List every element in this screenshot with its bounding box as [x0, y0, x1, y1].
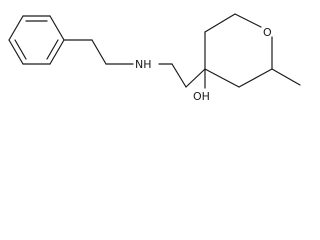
ring-bond — [234, 13, 262, 28]
nitrogen-label: NH — [135, 58, 152, 71]
ch2-c4-bond — [185, 68, 206, 88]
benzene-ring — [8, 15, 65, 65]
ring-bond — [238, 68, 273, 88]
ch2-c4-bond — [171, 63, 187, 88]
hydroxyl-label: OH — [193, 90, 210, 103]
ring-bond — [8, 39, 24, 65]
aromatic-double-bond — [46, 39, 59, 60]
structure-diagram: NH O OH — [0, 0, 320, 112]
ring-bond — [49, 15, 65, 41]
ring-bond — [49, 39, 65, 65]
ring-oxygen-label: O — [263, 26, 272, 39]
ring-bond — [204, 13, 236, 33]
ring-bond — [8, 15, 24, 41]
molecule-drawing: NH O OH — [8, 13, 301, 103]
ch2-n-bond — [91, 39, 107, 65]
ring-bond — [204, 68, 240, 88]
oxane-ring — [204, 13, 273, 88]
aromatic-double-bond — [14, 39, 27, 60]
methyl-bond — [271, 68, 301, 86]
